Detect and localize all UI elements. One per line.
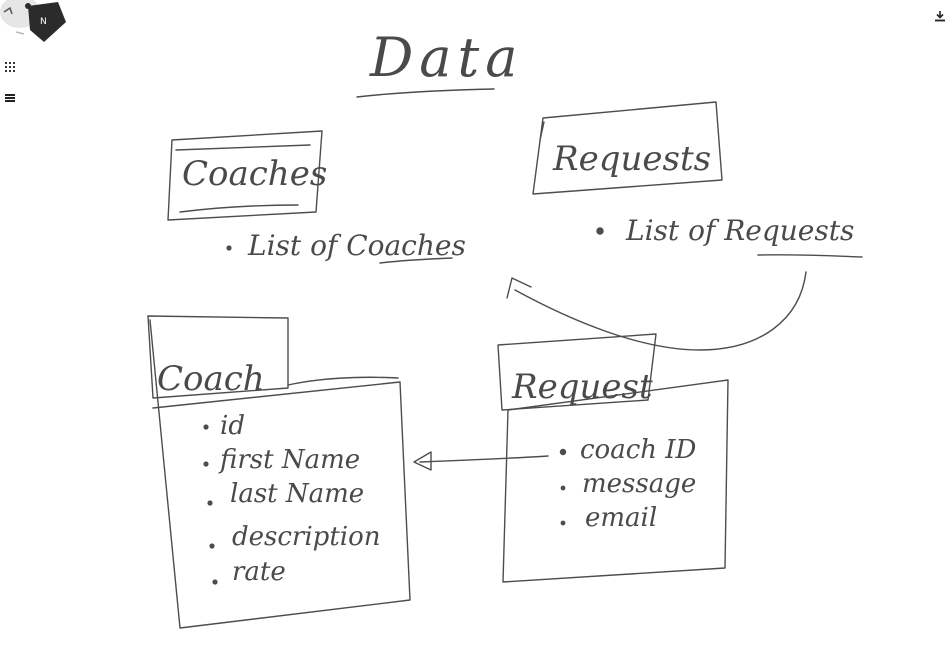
requests-bullet-underline (757, 254, 863, 258)
bullet-dot (596, 227, 604, 235)
coaches-bullet-underline (379, 257, 453, 264)
bullet-dot (560, 485, 566, 491)
request-entity-tab (497, 333, 657, 411)
coach-entity-body (149, 319, 411, 629)
coach-field-id: id (220, 411, 245, 441)
coaches-box-outline (167, 130, 323, 221)
download-icon[interactable] (934, 10, 946, 22)
bullet-dot (207, 500, 213, 506)
coach-field-rate: rate (232, 557, 286, 587)
requests-box-label: Requests (552, 139, 711, 179)
bullet-dot (212, 579, 218, 585)
request-field-email: email (585, 503, 657, 533)
coach-field-last-name: last Name (230, 479, 364, 509)
request-field-message: message (582, 469, 696, 499)
coach-entity-top (287, 376, 399, 386)
bullet-dot (226, 245, 232, 251)
arrow-head (506, 277, 532, 299)
requests-bullet-text: List of Requests (625, 214, 854, 247)
coaches-box-inner (175, 144, 311, 151)
requests-box-outline (532, 101, 723, 195)
grid-dots-icon[interactable] (4, 61, 16, 73)
bullet-dot (559, 448, 567, 456)
title-underline (356, 88, 495, 98)
requests-box-inner (539, 121, 545, 141)
coach-entity-label: Coach (157, 359, 265, 399)
app-logo[interactable]: N (0, 0, 66, 44)
request-field-coach-id: coach ID (580, 435, 697, 465)
coach-field-first-name: first Name (218, 445, 360, 475)
bullet-dot (203, 461, 209, 467)
coaches-box-label: Coaches (182, 154, 327, 194)
bullet-dot (203, 424, 209, 430)
diagram-title: Data (369, 26, 523, 89)
request-entity-body (502, 379, 729, 583)
arrow-head (413, 451, 432, 471)
bullet-dot (209, 543, 215, 549)
coaches-label-underline (179, 204, 299, 213)
svg-text:N: N (40, 17, 47, 27)
coach-entity-tab (147, 315, 289, 399)
hamburger-menu-icon[interactable] (4, 92, 16, 104)
request-entity-label: Request (511, 367, 653, 407)
relation-arrow-coach-id (419, 455, 549, 463)
coaches-bullet-text: List of Coaches (247, 229, 466, 262)
bullet-dot (560, 520, 566, 526)
relation-arrow-requests (514, 271, 807, 351)
coach-field-description: description (232, 522, 380, 552)
